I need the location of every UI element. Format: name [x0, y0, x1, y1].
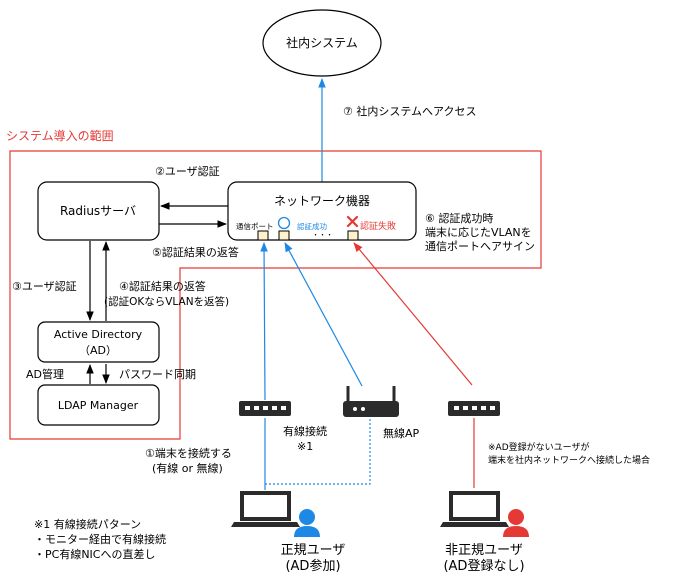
regular-user-laptop-icon [231, 491, 300, 527]
step1-label-line1: ①端末を接続する [145, 446, 232, 460]
regular-user-label-line1: 正規ユーザ [281, 543, 346, 558]
ldap-manager-label: LDAP Manager [58, 399, 139, 412]
step6-label-line1: ⑥ 認証成功時 [425, 211, 493, 225]
irregular-user-person-icon [503, 509, 529, 537]
step4-label-line2: (認証OKならVLANを返答) [104, 295, 229, 308]
auth-fail-icon [346, 215, 359, 228]
step7-label: ⑦ 社内システムへアクセス [343, 104, 476, 118]
port-comm [257, 230, 269, 241]
ad-label-line2: （AD） [79, 344, 117, 357]
step6-label-line2: 端末に応じたVLANを [425, 225, 532, 239]
radius-server-node [37, 181, 160, 241]
port-dots: ・・・ [312, 231, 333, 239]
step2-label: ②ユーザ認証 [155, 164, 220, 178]
scope-label: システム導入の範囲 [6, 128, 114, 143]
radius-server-label: Radiusサーバ [60, 204, 136, 218]
port-success [278, 230, 290, 241]
auth-success-icon [277, 216, 291, 230]
network-device-node [227, 181, 417, 241]
footnote-line2: ・モニター経由で有線接続 [34, 532, 166, 546]
footnote-line3: ・PC有線NICへの直差し [34, 547, 155, 561]
wireless-ap-icon [343, 386, 399, 417]
active-directory-node [37, 321, 160, 363]
regular-pc-wireless-link [265, 419, 371, 485]
network-device-label: ネットワーク機器 [274, 193, 370, 208]
port-fail [347, 230, 359, 241]
ldap-manager-node [37, 384, 160, 426]
step1-label-line2: (有線 or 無線) [152, 461, 223, 475]
regular-user-person-icon [294, 509, 320, 537]
password-sync-label: パスワード同期 [119, 368, 196, 381]
irregular-user-label-line1: 非正規ユーザ [445, 543, 523, 558]
wired-to-port-arrow [260, 242, 268, 401]
internal-system-node [262, 9, 382, 77]
ad-label-line1: Active Directory [54, 328, 143, 341]
step6-label-line3: 通信ポートへアサイン [425, 240, 535, 253]
irregular-user-label-line2: (AD登録なし) [443, 559, 524, 574]
unregistered-to-port-arrow [353, 242, 473, 386]
regular-user-label-line2: (AD参加) [285, 558, 340, 574]
comm-port-label: 通信ポート [236, 221, 274, 231]
auth-fail-label: 認証失敗 [360, 220, 396, 232]
wired-label-line2: ※1 [297, 440, 313, 453]
ad-admin-label: AD管理 [26, 367, 64, 381]
unregistered-note-line1: ※AD登録がないユーザが [488, 441, 589, 453]
scope-boundary [9, 150, 542, 440]
footnote-line1: ※1 有線接続パターン [34, 517, 141, 531]
step3-label: ③ユーザ認証 [12, 279, 77, 293]
unregistered-switch-icon [448, 401, 500, 416]
auth-success-label: 認証成功 [297, 221, 327, 231]
step4-label-line1: ④認証結果の返答 [119, 279, 206, 293]
unregistered-note-line2: 端末を社内ネットワークへ接続した場合 [488, 454, 650, 466]
wired-label-line1: 有線接続 [283, 424, 327, 438]
irregular-user-laptop-icon [440, 491, 509, 527]
wired-switch-icon [239, 401, 291, 416]
internal-system-label: 社内システム [286, 35, 358, 50]
wireless-label: 無線AP [383, 426, 420, 440]
ap-to-port-arrow [284, 242, 363, 387]
step5-label: ⑤認証結果の返答 [152, 245, 239, 259]
